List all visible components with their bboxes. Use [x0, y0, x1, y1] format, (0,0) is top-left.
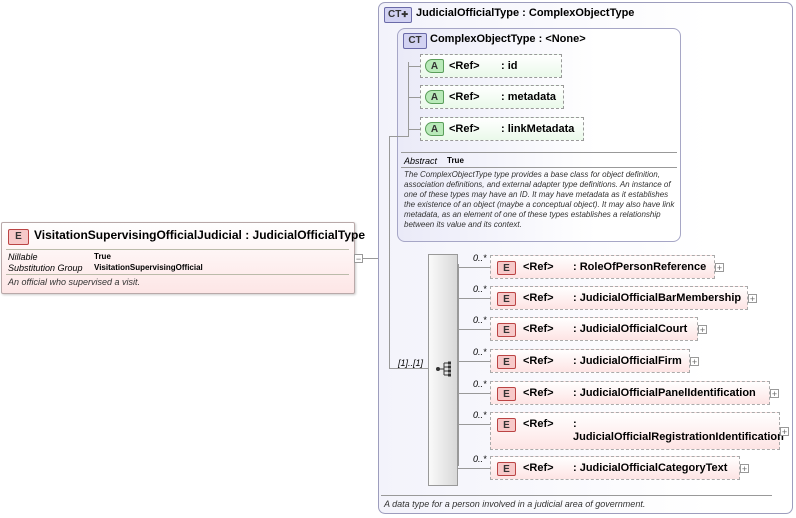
expand-toggle[interactable]: + [715, 263, 724, 273]
root-element-box[interactable]: E VisitationSupervisingOfficialJudicial … [1, 222, 365, 294]
child-element[interactable]: E <Ref> : JudicialOfficialPanelIdentificat… [490, 381, 770, 405]
complex-type-description: A data type for a person involved in a j… [384, 499, 646, 509]
child-element[interactable]: E <Ref> : JudicialOfficialCourt [490, 317, 698, 341]
attribute-badge: A [425, 122, 444, 136]
attribute-branch [408, 97, 422, 98]
sequence-connector [389, 368, 428, 369]
child-occurrence: 0..* [473, 347, 487, 357]
child-occurrence: 0..* [473, 315, 487, 325]
attribute-branch [389, 136, 409, 137]
child-name: : JudicialOfficialRegistrationIdentifica… [573, 418, 784, 443]
child-name: : JudicialOfficialFirm [573, 355, 682, 367]
sequence-icon [436, 361, 451, 377]
element-description: An official who supervised a visit. [8, 277, 141, 287]
attribute-tree-line [408, 62, 409, 136]
sequence-occurrence: [1]..[1] [398, 358, 424, 368]
child-occurrence: 0..* [473, 379, 487, 389]
complex-type-badge: CT✚ [384, 7, 412, 23]
child-ref: <Ref> [523, 355, 554, 367]
expand-toggle[interactable]: + [780, 427, 789, 437]
collapse-toggle[interactable]: − [354, 254, 363, 264]
child-element[interactable]: E <Ref> : JudicialOfficialFirm [490, 349, 690, 373]
attribute-branch [408, 129, 422, 130]
attribute-badge: A [425, 59, 444, 73]
child-branch [458, 267, 490, 268]
attribute-ref: <Ref> [449, 91, 480, 103]
base-type-badge: CT [403, 33, 427, 49]
prop-label-nillable: Nillable [8, 252, 38, 262]
expand-toggle[interactable]: + [740, 464, 749, 474]
connector-line [363, 258, 378, 259]
sequence-connector [389, 136, 390, 368]
expand-toggle[interactable]: + [770, 389, 779, 399]
attribute-branch [408, 66, 422, 67]
prop-value-nillable: True [94, 252, 111, 261]
child-name: : JudicialOfficialCategoryText [573, 462, 728, 474]
divider [6, 249, 349, 250]
base-type-title: ComplexObjectType : <None> [430, 33, 586, 45]
child-branch [458, 329, 490, 330]
child-occurrence: 0..* [473, 253, 487, 263]
child-branch [458, 424, 490, 425]
element-badge: E [497, 387, 516, 401]
attribute-badge: A [425, 90, 444, 104]
divider [381, 495, 772, 496]
element-badge: E [497, 355, 516, 369]
child-element[interactable]: E <Ref> : JudicialOfficialRegistrationIden… [490, 412, 784, 450]
child-occurrence: 0..* [473, 454, 487, 464]
attribute-id[interactable]: A <Ref> : id [420, 54, 562, 78]
divider [401, 152, 677, 153]
element-name: VisitationSupervisingOfficialJudicial [34, 228, 242, 242]
expand-toggle[interactable]: + [748, 294, 757, 304]
attribute-ref: <Ref> [449, 123, 480, 135]
child-element[interactable]: E <Ref> : JudicialOfficialCategoryText [490, 456, 740, 480]
child-ref: <Ref> [523, 323, 554, 335]
attribute-link-metadata[interactable]: A <Ref> : linkMetadata [420, 117, 584, 141]
expand-toggle[interactable]: + [698, 325, 707, 335]
child-branch [458, 468, 490, 469]
abstract-value: True [447, 156, 464, 165]
element-badge: E [497, 462, 516, 476]
child-ref: <Ref> [523, 387, 554, 399]
child-ref: <Ref> [523, 418, 554, 430]
child-element[interactable]: E <Ref> : RoleOfPersonReference [490, 255, 715, 279]
child-occurrence: 0..* [473, 410, 487, 420]
child-name: : JudicialOfficialCourt [573, 323, 688, 335]
element-badge: E [497, 418, 516, 432]
child-ref: <Ref> [523, 292, 554, 304]
divider [6, 274, 349, 275]
child-name: : JudicialOfficialPanelIdentification [573, 387, 756, 399]
child-branch [458, 298, 490, 299]
base-type-description: The ComplexObjectType type provides a ba… [404, 170, 675, 229]
attribute-metadata[interactable]: A <Ref> : metadata [420, 85, 564, 109]
complex-type-title: JudicialOfficialType : ComplexObjectType [416, 7, 635, 19]
attribute-ref: <Ref> [449, 60, 480, 72]
attribute-name: : id [501, 60, 518, 72]
element-type: : JudicialOfficialType [245, 228, 365, 242]
element-badge: E [497, 261, 516, 275]
element-badge: E [8, 229, 29, 245]
attribute-name: : linkMetadata [501, 123, 575, 135]
attribute-name: : metadata [501, 91, 557, 103]
prop-value-substitution-group: VisitationSupervisingOfficial [94, 263, 203, 272]
child-ref: <Ref> [523, 261, 554, 273]
abstract-label: Abstract [404, 156, 438, 166]
child-element[interactable]: E <Ref> : JudicialOfficialBarMembership [490, 286, 748, 310]
child-name: : JudicialOfficialBarMembership [573, 292, 742, 304]
sequence-compositor[interactable] [428, 254, 458, 486]
children-trunk [458, 264, 459, 466]
child-branch [458, 393, 490, 394]
prop-label-substitution-group: Substitution Group [8, 263, 83, 273]
child-name: : RoleOfPersonReference [573, 261, 707, 273]
child-branch [458, 361, 490, 362]
child-ref: <Ref> [523, 462, 554, 474]
divider [401, 167, 677, 168]
child-occurrence: 0..* [473, 284, 487, 294]
element-badge: E [497, 292, 516, 306]
expand-toggle[interactable]: + [690, 357, 699, 367]
element-badge: E [497, 323, 516, 337]
